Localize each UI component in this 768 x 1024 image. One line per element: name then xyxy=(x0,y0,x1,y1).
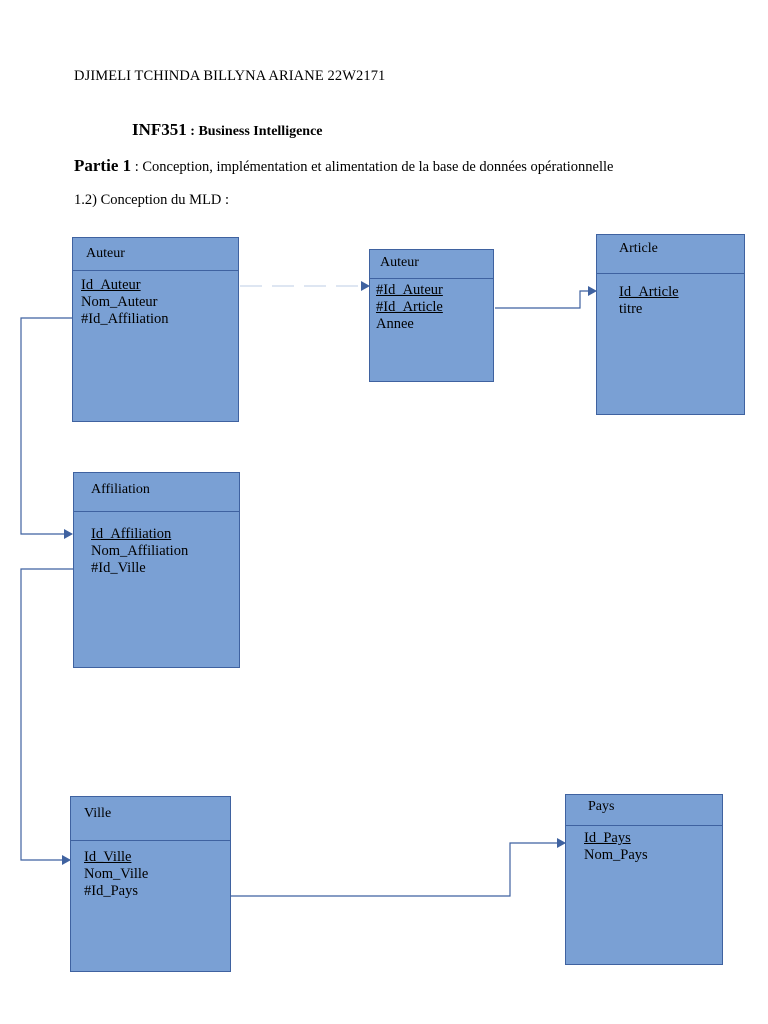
entity-attributes: Id_Affiliation Nom_Affiliation #Id_Ville xyxy=(91,526,188,577)
connector-affiliation-to-ville xyxy=(20,568,73,865)
attribute-primary-key: Id_Auteur xyxy=(81,277,141,293)
entity-attributes: #Id_Auteur #Id_Article Annee xyxy=(376,282,443,333)
attribute-foreign-key: #Id_Ville xyxy=(91,560,146,576)
section-heading: 1.2) Conception du MLD : xyxy=(74,192,230,208)
entity-title: Affiliation xyxy=(91,482,150,497)
attribute-foreign-key: #Id_Auteur xyxy=(376,282,443,298)
attribute-primary-key: Id_Article xyxy=(619,284,679,300)
entity-affiliation: Affiliation Id_Affiliation Nom_Affiliati… xyxy=(73,472,240,668)
attribute: Nom_Affiliation xyxy=(91,543,189,559)
entity-title: Article xyxy=(619,241,658,256)
connector-auteur-assoc-to-article xyxy=(495,286,597,309)
entity-article: Article Id_Article titre xyxy=(596,234,745,415)
attribute-primary-key: Id_Affiliation xyxy=(91,526,172,542)
entity-ville: Ville Id_Ville Nom_Ville #Id_Pays xyxy=(70,796,231,972)
connector-ville-to-pays xyxy=(231,838,566,897)
course-heading: INF351 : Business Intelligence xyxy=(132,120,323,140)
attribute-foreign-key: #Id_Article xyxy=(376,299,443,315)
part-lead: Partie 1 xyxy=(74,156,132,175)
entity-attributes: Id_Ville Nom_Ville #Id_Pays xyxy=(84,849,148,900)
attribute-foreign-key: #Id_Affiliation xyxy=(81,311,169,327)
entity-divider xyxy=(597,273,744,274)
entity-title: Auteur xyxy=(380,255,419,270)
entity-divider xyxy=(566,825,722,826)
entity-title: Ville xyxy=(84,806,112,821)
attribute-primary-key: Id_Ville xyxy=(84,849,132,865)
part-heading: Partie 1 : Conception, implémentation et… xyxy=(74,156,614,176)
attribute: Nom_Ville xyxy=(84,866,149,882)
attribute: titre xyxy=(619,301,643,317)
entity-divider xyxy=(71,840,230,841)
attribute-primary-key: Id_Pays xyxy=(584,830,631,846)
attribute: Nom_Pays xyxy=(584,847,648,863)
attribute-foreign-key: #Id_Pays xyxy=(84,883,138,899)
entity-attributes: Id_Pays Nom_Pays xyxy=(584,830,648,864)
course-name: : Business Intelligence xyxy=(186,124,323,139)
part-description: : Conception, implémentation et alimenta… xyxy=(131,159,614,175)
entity-divider xyxy=(73,270,238,271)
entity-pays: Pays Id_Pays Nom_Pays xyxy=(565,794,723,965)
entity-auteur: Auteur Id_Auteur Nom_Auteur #Id_Affiliat… xyxy=(72,237,239,422)
entity-attributes: Id_Auteur Nom_Auteur #Id_Affiliation xyxy=(81,277,169,328)
attribute: Nom_Auteur xyxy=(81,294,158,310)
entity-attributes: Id_Article titre xyxy=(619,284,679,318)
entity-divider xyxy=(74,511,239,512)
entity-title: Auteur xyxy=(86,246,125,261)
attribute: Annee xyxy=(376,316,414,332)
entity-auteur-association: Auteur #Id_Auteur #Id_Article Annee xyxy=(369,249,494,382)
entity-divider xyxy=(370,278,493,279)
entity-title: Pays xyxy=(588,799,615,814)
connector-auteur-to-affiliation xyxy=(20,317,73,539)
course-code: INF351 xyxy=(132,120,187,139)
author-line: DJIMELI TCHINDA BILLYNA ARIANE 22W2171 xyxy=(74,68,386,84)
